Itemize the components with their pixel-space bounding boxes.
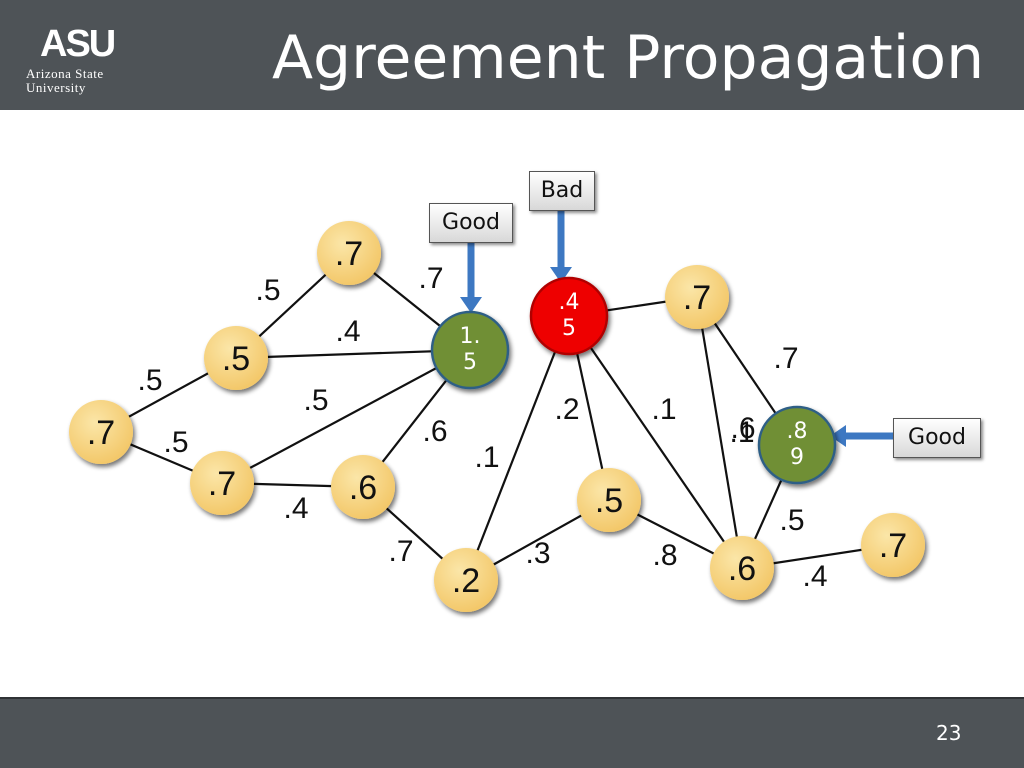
asu-logo-line-1: Arizona State xyxy=(26,66,104,81)
graph-node-yellow: .5 xyxy=(204,326,268,390)
node-value-label: .2 xyxy=(452,562,480,600)
footer-bar: 23 xyxy=(0,697,1024,768)
edge-weight-label: .4 xyxy=(283,492,308,525)
node-value-label: .7 xyxy=(879,527,907,565)
graph-node-yellow: .7 xyxy=(861,513,925,577)
graph-node-red: .45 xyxy=(529,276,609,356)
node-circle xyxy=(69,400,133,464)
edge-weight-label: .5 xyxy=(779,504,804,537)
node-value-label: 5 xyxy=(562,316,576,341)
edge-n9-n8 xyxy=(695,296,744,569)
edge-weight-label: .1 xyxy=(651,393,676,426)
callout-label-good: Good xyxy=(893,418,981,458)
slide-title: Agreement Propagation xyxy=(272,23,985,93)
node-value-label: 9 xyxy=(790,445,804,470)
edge-weight-label: .3 xyxy=(525,537,550,570)
node-value-label: .6 xyxy=(349,469,377,507)
graph-node-yellow: .7 xyxy=(665,265,729,329)
callout-arrow-head xyxy=(460,297,482,313)
node-value-label: .5 xyxy=(595,482,623,520)
node-value-label: .4 xyxy=(559,290,580,315)
graph-node-green: 1.5 xyxy=(430,310,510,390)
graph-node-yellow: .6 xyxy=(331,455,395,519)
edge-n4-g1 xyxy=(221,349,471,484)
node-value-label: .6 xyxy=(728,550,756,588)
node-value-label: 5 xyxy=(463,350,477,375)
node-value-label: .7 xyxy=(335,235,363,273)
edge-r1-n8 xyxy=(568,315,743,569)
edge-weight-label: .8 xyxy=(652,539,677,572)
node-value-label: .7 xyxy=(683,279,711,317)
edge-weight-label: .1 xyxy=(729,416,754,449)
node-circle xyxy=(861,513,925,577)
graph-node-yellow: .6 xyxy=(710,536,774,600)
callout-label-bad: Bad xyxy=(529,171,595,211)
edge-n6-r1 xyxy=(464,315,571,581)
node-circle xyxy=(430,310,510,390)
node-value-label: .8 xyxy=(787,419,808,444)
edge-weight-label: .6 xyxy=(422,415,447,448)
edge-weight-label: .5 xyxy=(255,274,280,307)
edge-weight-label: .2 xyxy=(554,393,579,426)
node-circle xyxy=(434,548,498,612)
asu-logo: ASU Arizona State University xyxy=(26,24,136,96)
graph-node-yellow: .7 xyxy=(317,221,381,285)
edge-weight-label: .5 xyxy=(303,384,328,417)
node-circle xyxy=(204,326,268,390)
node-circle xyxy=(665,265,729,329)
node-value-label: .7 xyxy=(208,465,236,503)
graph-node-yellow: .2 xyxy=(434,548,498,612)
title-bar: ASU Arizona State University Agreement P… xyxy=(0,0,1024,110)
node-value-label: .7 xyxy=(87,414,115,452)
graph-node-yellow: .5 xyxy=(577,468,641,532)
graph-node-yellow: .7 xyxy=(190,451,254,515)
page-number: 23 xyxy=(936,721,962,745)
callout-arrow-head xyxy=(550,267,572,283)
asu-logo-line-2: University xyxy=(26,80,86,95)
edge-weight-label: .4 xyxy=(802,560,827,593)
edge-weight-label: .4 xyxy=(335,315,360,348)
node-circle xyxy=(757,405,837,485)
callout-label-good: Good xyxy=(429,203,513,243)
node-value-label: .5 xyxy=(222,340,250,378)
node-circle xyxy=(190,451,254,515)
edge-weight-label: .5 xyxy=(163,426,188,459)
node-circle xyxy=(710,536,774,600)
graph-node-green: .89 xyxy=(757,405,837,485)
graph-node-yellow: .7 xyxy=(69,400,133,464)
node-circle xyxy=(529,276,609,356)
node-circle xyxy=(577,468,641,532)
node-circle xyxy=(317,221,381,285)
edge-weight-label: .5 xyxy=(137,364,162,397)
edge-weight-label: .6 xyxy=(730,412,755,445)
edge-weight-label: .1 xyxy=(474,441,499,474)
edge-weight-label: .7 xyxy=(418,262,443,295)
node-value-label: 1. xyxy=(460,324,481,349)
callout-arrow-head xyxy=(830,425,846,447)
edge-weight-label: .7 xyxy=(388,535,413,568)
asu-logo-mark: ASU xyxy=(40,23,116,65)
node-circle xyxy=(331,455,395,519)
edge-weight-label: .7 xyxy=(773,342,798,375)
